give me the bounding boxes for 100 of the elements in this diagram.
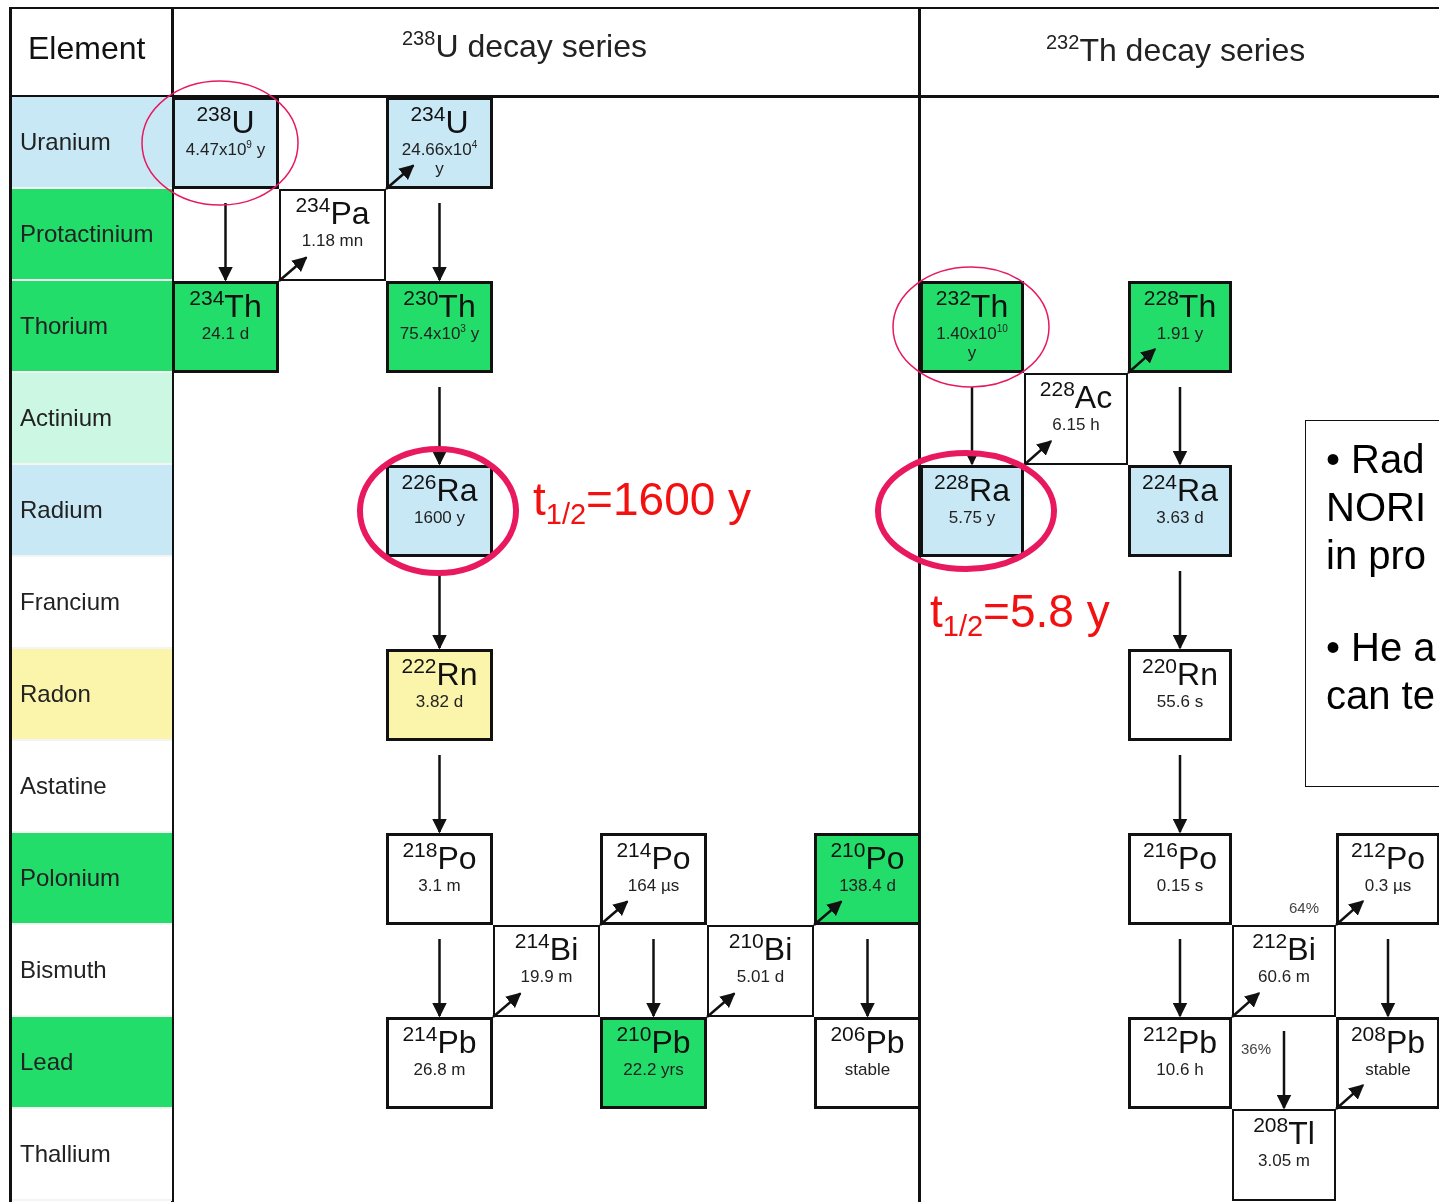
note-text: • Rad NORI in pro: [1326, 436, 1428, 579]
isotope-box: [1128, 465, 1232, 557]
isotope-symbol: $^{208}$Tl: [1253, 1115, 1315, 1151]
decay-arrow: [1380, 939, 1396, 1018]
isotope-box: [1232, 1109, 1336, 1201]
decay-arrow: [706, 992, 736, 1018]
half-life: 10.6 h: [1155, 1060, 1205, 1079]
isotope-box: [1128, 649, 1232, 741]
isotope-box: [386, 649, 493, 741]
element-row: [12, 741, 172, 833]
half-life: stable: [1364, 1060, 1412, 1079]
decay-arrow: [218, 203, 233, 282]
isotope-box: [386, 1017, 493, 1109]
isotope-box: [1336, 833, 1439, 925]
isotope-box: [493, 925, 600, 1017]
decay-arrow: [1172, 387, 1188, 466]
isotope-box: [386, 281, 493, 373]
half-life: 4.47x10$^{9}$ y: [185, 140, 266, 159]
decay-arrow: [1172, 755, 1188, 834]
element-row: [12, 833, 172, 925]
half-life: 3.1 m: [417, 876, 462, 895]
half-life: 22.2 yrs: [622, 1060, 685, 1079]
note-text: • He a can te: [1326, 624, 1437, 719]
half-life: 55.6 s: [1155, 692, 1205, 711]
isotope-box: [1336, 1017, 1439, 1109]
decay-arrow: [1172, 939, 1188, 1018]
isotope-symbol: $^{226}$Ra: [401, 472, 478, 508]
half-life-annotation: t$_{1/2}$=5.8 y: [930, 584, 1110, 638]
element-row: [12, 189, 172, 281]
half-life: 19.9 m: [519, 967, 574, 986]
decay-arrow: [432, 387, 447, 466]
isotope-symbol: $^{234}$U: [410, 104, 469, 140]
element-name: Radium: [20, 496, 103, 524]
half-life: 26.8 m: [412, 1060, 467, 1079]
isotope-box: [814, 1017, 921, 1109]
element-row: [12, 97, 172, 189]
isotope-symbol: $^{206}$Pb: [830, 1024, 905, 1060]
decay-arrow: [385, 164, 415, 190]
isotope-symbol: $^{208}$Pb: [1350, 1024, 1426, 1060]
isotope-symbol: $^{214}$Pb: [402, 1024, 477, 1060]
decay-arrow: [599, 900, 629, 926]
decay-arrow: [1127, 348, 1157, 374]
half-life: 3.63 d: [1155, 508, 1205, 527]
isotope-box: [1128, 833, 1232, 925]
isotope-symbol: $^{212}$Pb: [1142, 1024, 1218, 1060]
column-heading: $^{238}$U decay series: [402, 28, 647, 65]
element-row: [12, 1109, 172, 1201]
element-name: Lead: [20, 1048, 74, 1076]
element-row: [12, 925, 172, 1017]
isotope-symbol: $^{212}$Bi: [1252, 931, 1316, 967]
half-life: 138.4 d: [838, 876, 897, 895]
element-name: Polonium: [20, 864, 121, 892]
isotope-box: [172, 97, 279, 189]
isotope-symbol: $^{210}$Bi: [728, 931, 793, 967]
decay-arrow: [813, 900, 843, 926]
half-life: 3.82 d: [414, 692, 465, 711]
isotope-symbol: $^{228}$Th: [1143, 288, 1217, 324]
isotope-box: [600, 1017, 707, 1109]
isotope-box: [600, 833, 707, 925]
isotope-symbol: $^{210}$Pb: [616, 1024, 691, 1060]
half-life: 24.1 d: [200, 324, 251, 343]
isotope-box: [386, 833, 493, 925]
decay-arrow: [1231, 992, 1261, 1018]
decay-arrow: [278, 256, 308, 282]
isotope-symbol: $^{238}$U: [196, 104, 255, 140]
half-life: 24.66x10$^{4}$ y: [400, 140, 479, 178]
half-life: 1.18 mn: [300, 231, 365, 250]
decay-arrow: [1023, 440, 1053, 466]
isotope-box: [1232, 925, 1336, 1017]
isotope-symbol: $^{234}$Th: [189, 288, 262, 324]
decay-arrow: [1172, 571, 1188, 650]
element-name: Bismuth: [20, 956, 107, 984]
element-name: Thorium: [20, 312, 109, 340]
decay-arrow: [432, 939, 447, 1018]
isotope-symbol: $^{210}$Po: [830, 840, 905, 876]
note-box: [1305, 420, 1439, 787]
element-row: [12, 557, 172, 649]
decay-arrow: [860, 939, 875, 1018]
column-heading: Element: [28, 30, 146, 67]
element-name: Protactinium: [20, 220, 154, 248]
decay-arrow: [1276, 1031, 1292, 1110]
isotope-symbol: $^{220}$Rn: [1142, 656, 1218, 692]
element-row: [12, 1017, 172, 1109]
isotope-box: [920, 281, 1024, 373]
isotope-symbol: $^{222}$Rn: [401, 656, 478, 692]
half-life: 0.15 s: [1155, 876, 1205, 895]
half-life: 1600 y: [412, 508, 466, 527]
decay-arrow: [492, 992, 522, 1018]
element-row: [12, 465, 172, 557]
half-life: stable: [843, 1060, 892, 1079]
half-life: 5.75 y: [947, 508, 997, 527]
half-life: 0.3 µs: [1363, 876, 1413, 895]
isotope-symbol: $^{216}$Po: [1142, 840, 1218, 876]
half-life: 75.4x10$^{3}$ y: [399, 324, 480, 343]
isotope-symbol: $^{212}$Po: [1350, 840, 1426, 876]
element-name: Actinium: [20, 404, 113, 432]
half-life: 164 µs: [626, 876, 681, 895]
half-life-annotation: t$_{1/2}$=1600 y: [533, 472, 752, 526]
isotope-box: [386, 465, 493, 557]
element-name: Uranium: [20, 128, 111, 156]
